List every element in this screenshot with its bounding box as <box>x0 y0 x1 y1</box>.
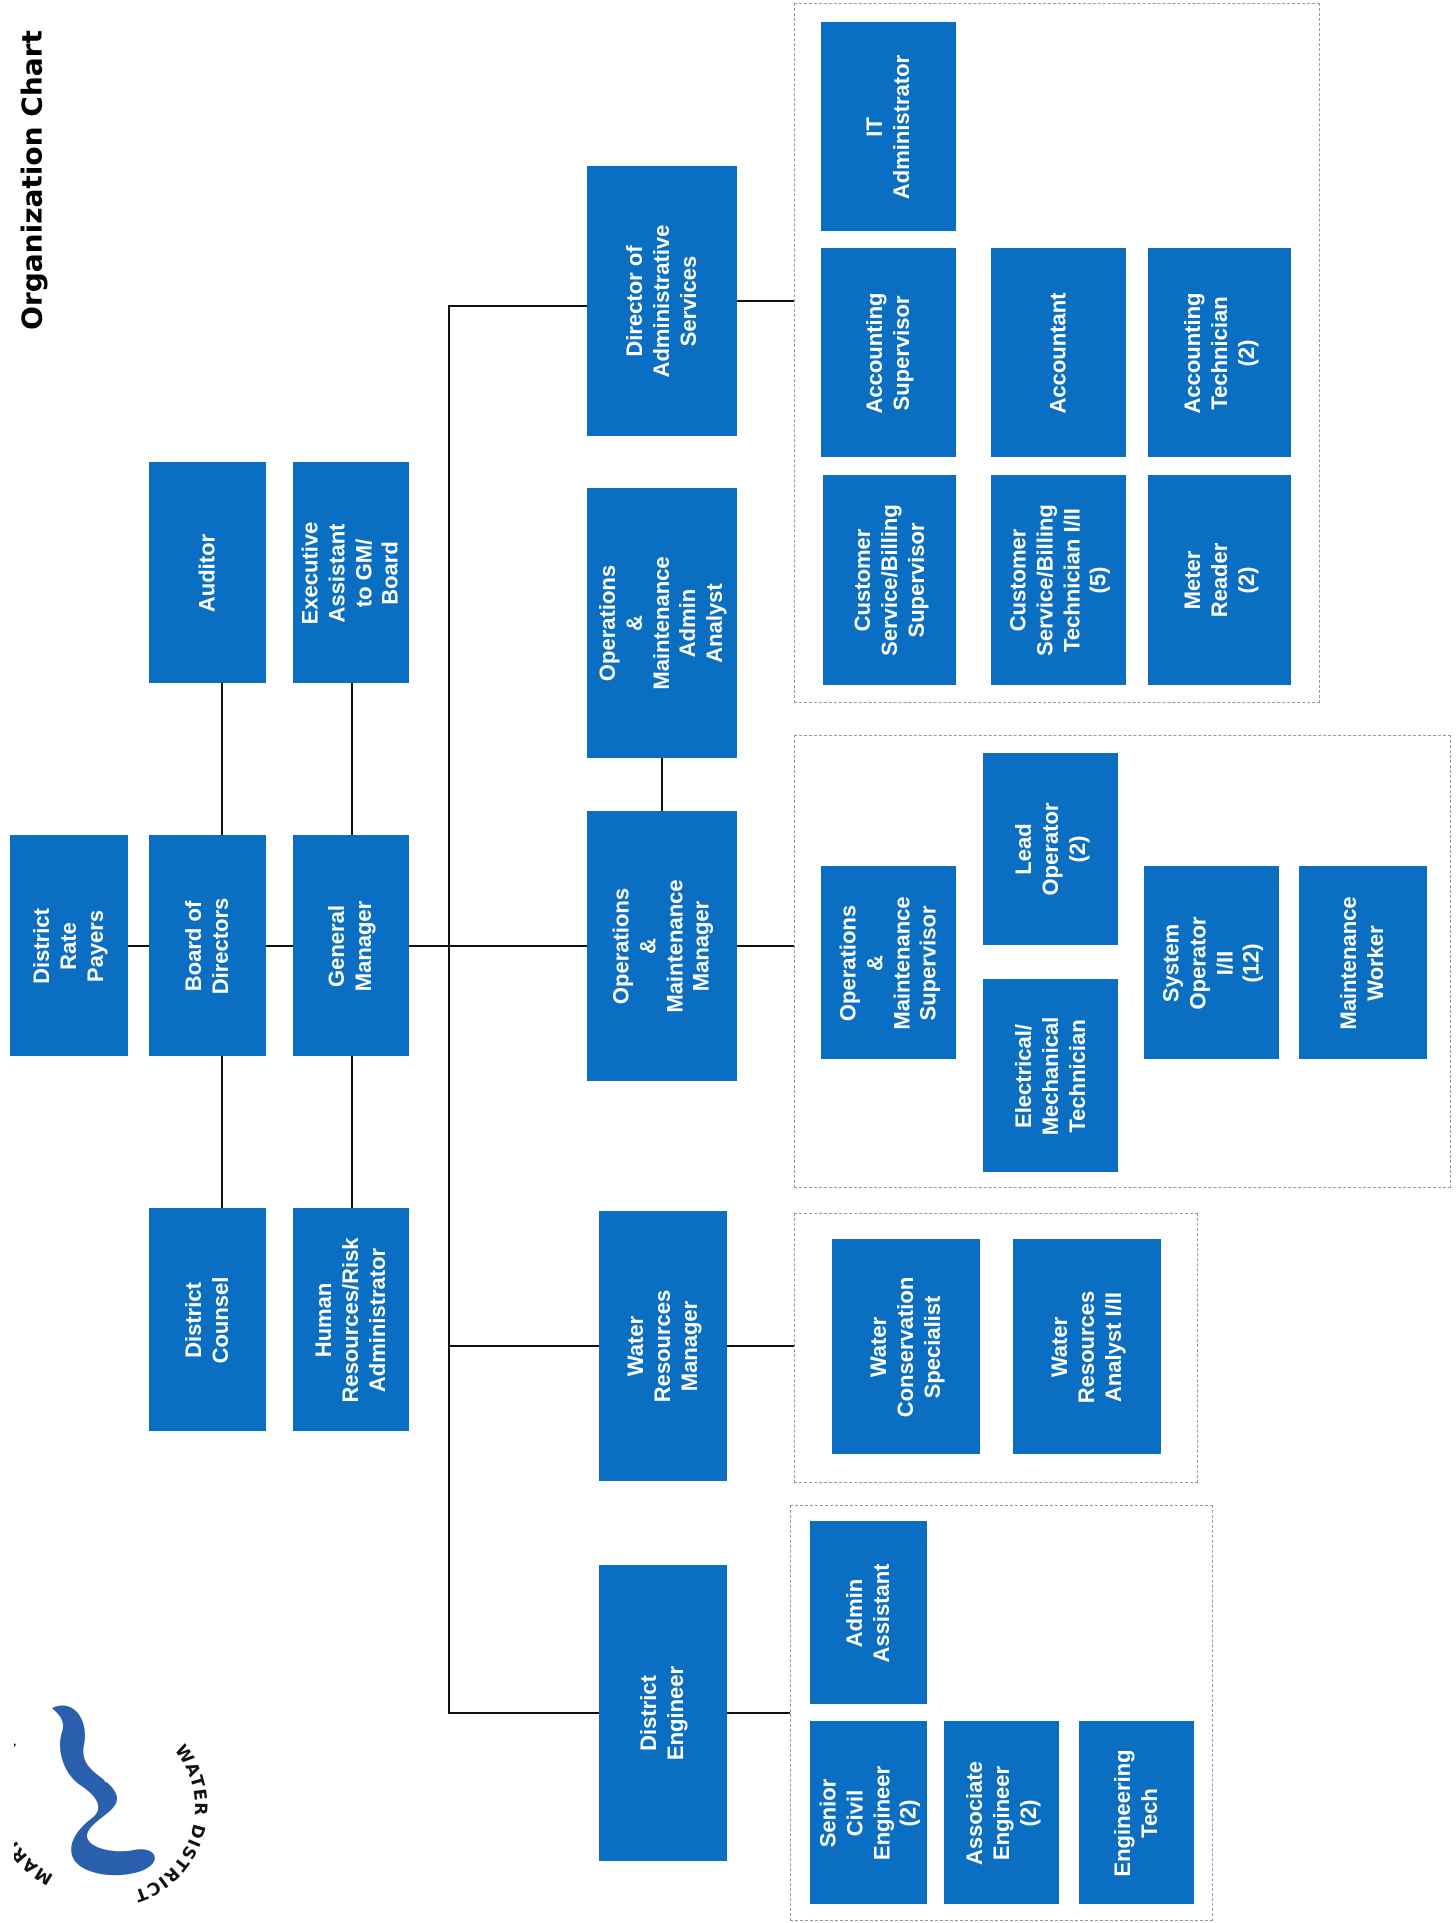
connector-line <box>409 945 587 947</box>
connector-line <box>266 945 293 947</box>
engineering-group <box>790 1505 1213 1921</box>
connector-line <box>448 1712 599 1714</box>
box-label: Admin Assistant <box>841 1562 894 1663</box>
connector-line <box>128 945 149 947</box>
om-supervisor-box: Operations & Maintenance Supervisor <box>821 866 956 1059</box>
operations-group <box>794 735 1451 1188</box>
box-label: Lead Operator (2) <box>1010 802 1089 896</box>
board-of-directors-box: Board of Directors <box>149 835 266 1056</box>
it-administrator-box: IT Administrator <box>821 22 956 231</box>
meter-reader-box: Meter Reader (2) <box>1148 475 1291 685</box>
svg-text:WATER DISTRICT: WATER DISTRICT <box>131 1741 210 1905</box>
hr-risk-administrator-box: Human Resources/Risk Administrator <box>293 1208 409 1431</box>
box-label: Associate Engineer (2) <box>961 1760 1040 1865</box>
system-operator-box: System Operator I/II (12) <box>1144 866 1279 1059</box>
box-label: Executive Assistant to GM/ Board <box>297 521 403 624</box>
connector-line <box>727 1712 790 1714</box>
executive-assistant-box: Executive Assistant to GM/ Board <box>293 462 409 683</box>
connector-line <box>661 758 663 811</box>
district-rate-payers-box: District Rate Payers <box>10 835 128 1056</box>
district-counsel-box: District Counsel <box>149 1208 266 1431</box>
box-label: General Manager <box>324 900 376 991</box>
river-logo-icon: MARINA COAST WATER DISTRICT <box>0 1705 210 1905</box>
box-label: Board of Directors <box>180 897 233 994</box>
box-label: Human Resources/Risk Administrator <box>310 1236 390 1403</box>
box-label: Meter Reader (2) <box>1179 542 1258 618</box>
maintenance-worker-box: Maintenance Worker <box>1299 866 1427 1059</box>
box-label: Electrical/ Mechanical Technician <box>1010 1016 1089 1135</box>
box-label: System Operator I/II (12) <box>1157 916 1264 1009</box>
customer-service-technician-box: Customer Service/Billing Technician I/II… <box>991 475 1126 685</box>
box-label: IT Administrator <box>861 54 914 199</box>
accounting-supervisor-box: Accounting Supervisor <box>821 248 956 457</box>
box-label: Water Conservation Specialist <box>865 1276 945 1417</box>
auditor-box: Auditor <box>149 462 266 683</box>
box-label: District Counsel <box>180 1276 233 1363</box>
director-admin-services-box: Director of Administrative Services <box>587 166 737 436</box>
accountant-box: Accountant <box>991 248 1126 457</box>
accounting-technician-box: Accounting Technician (2) <box>1148 248 1291 457</box>
connector-line <box>221 683 223 835</box>
district-engineer-box: District Engineer <box>599 1565 727 1861</box>
connector-line <box>351 683 353 835</box>
box-label: Accountant <box>1045 292 1071 413</box>
water-resources-manager-box: Water Resources Manager <box>599 1211 727 1481</box>
box-label: Operations & Maintenance Manager <box>608 879 714 1013</box>
connector-line <box>737 945 794 947</box>
box-label: Operations & Maintenance Admin Analyst <box>594 556 728 690</box>
admin-services-group <box>794 3 1320 703</box>
connector-line <box>737 300 794 302</box>
electrical-mechanical-technician-box: Electrical/ Mechanical Technician <box>983 979 1118 1172</box>
lead-operator-box: Lead Operator (2) <box>983 753 1118 945</box>
logo-text-bottom: WATER DISTRICT <box>131 1741 209 1905</box>
box-label: Customer Service/Billing Supervisor <box>849 504 928 656</box>
water-conservation-specialist-box: Water Conservation Specialist <box>832 1239 980 1454</box>
box-label: Water Resources Analyst I/II <box>1046 1290 1126 1403</box>
box-label: Accounting Technician (2) <box>1179 292 1258 413</box>
box-label: Customer Service/Billing Technician I/II… <box>1004 504 1111 656</box>
connector-line <box>221 1056 223 1208</box>
svg-text:MARINA COAST: MARINA COAST <box>14 1732 57 1888</box>
box-label: Senior Civil Engineer (2) <box>814 1765 921 1860</box>
connector-line <box>448 1345 599 1347</box>
box-label: District Engineer <box>636 1665 688 1761</box>
connector-line <box>448 305 450 1713</box>
box-label: Auditor <box>194 533 220 612</box>
water-resources-group <box>794 1213 1198 1483</box>
om-manager-box: Operations & Maintenance Manager <box>587 811 737 1081</box>
page-title: Organization Chart <box>15 30 49 330</box>
general-manager-box: General Manager <box>293 835 409 1056</box>
admin-assistant-box: Admin Assistant <box>810 1521 927 1704</box>
connector-line <box>727 1345 794 1347</box>
box-label: Accounting Supervisor <box>861 292 914 413</box>
om-admin-analyst-box: Operations & Maintenance Admin Analyst <box>587 488 737 758</box>
connector-line <box>448 305 587 307</box>
district-logo: MARINA COAST WATER DISTRICT <box>0 1690 224 1910</box>
associate-engineer-box: Associate Engineer (2) <box>944 1721 1059 1904</box>
engineering-tech-box: Engineering Tech <box>1079 1721 1194 1904</box>
logo-text-top: MARINA COAST <box>0 1732 56 1888</box>
box-label: Engineering Tech <box>1109 1748 1162 1877</box>
box-label: Operations & Maintenance Supervisor <box>834 895 941 1030</box>
connector-line <box>351 1056 353 1208</box>
senior-civil-engineer-box: Senior Civil Engineer (2) <box>810 1721 927 1904</box>
customer-service-supervisor-box: Customer Service/Billing Supervisor <box>823 475 956 685</box>
box-label: District Rate Payers <box>28 907 108 984</box>
box-label: Maintenance Worker <box>1336 895 1388 1030</box>
water-resources-analyst-box: Water Resources Analyst I/II <box>1013 1239 1161 1454</box>
box-label: Director of Administrative Services <box>621 224 701 378</box>
box-label: Water Resources Manager <box>622 1289 702 1403</box>
